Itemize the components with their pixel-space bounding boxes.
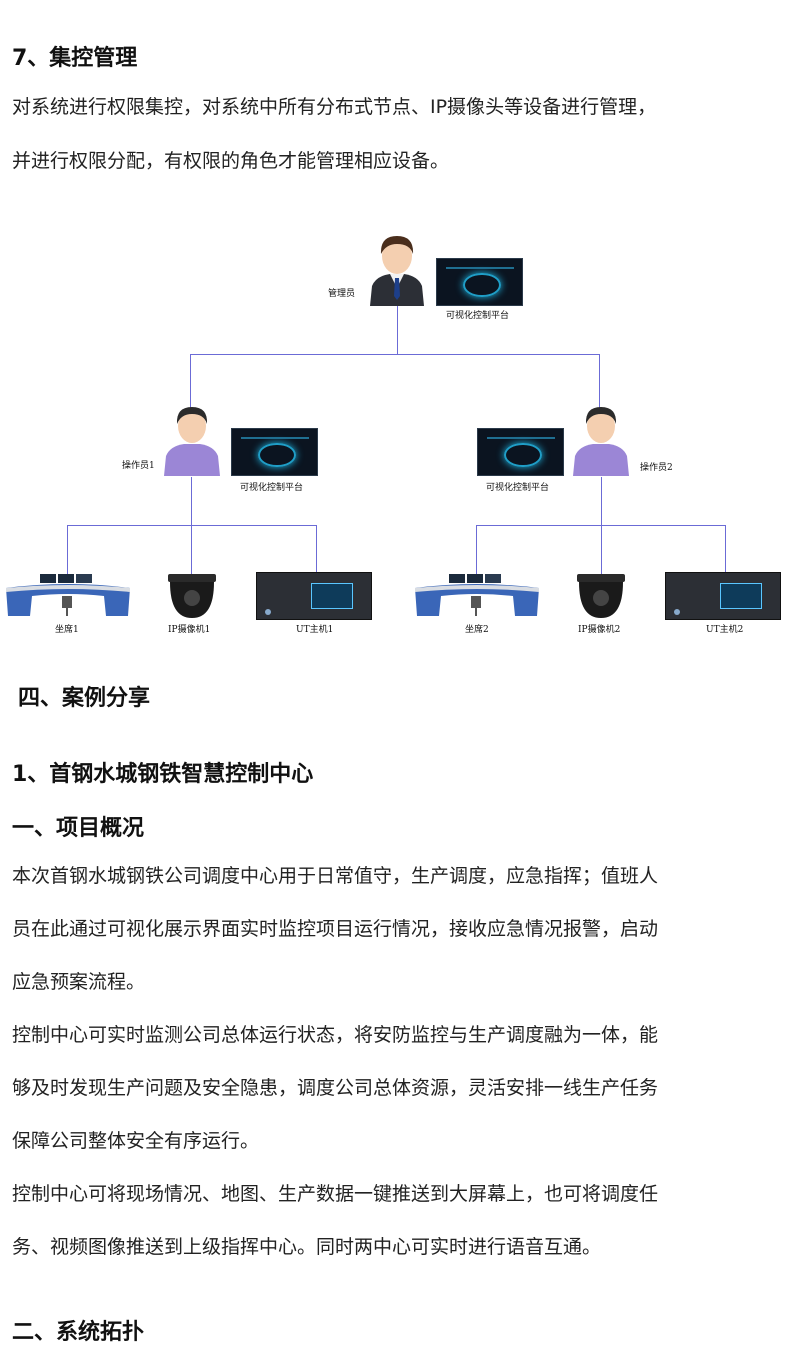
permission-diagram: 管理员 可视化控制平台 操作员1 可视化控制平台 可视化控制平台 操作员2 bbox=[0, 220, 790, 640]
seat2-label: 坐席2 bbox=[465, 625, 489, 635]
host1-label: UT主机1 bbox=[296, 625, 334, 635]
admin-label: 管理员 bbox=[328, 289, 356, 299]
section7-line-1: 对系统进行权限集控，对系统中所有分布式节点、IP摄像头等设备进行管理， bbox=[12, 96, 657, 118]
case1-title: 1、首钢水城钢铁智慧控制中心 bbox=[12, 762, 314, 787]
host1-server-icon bbox=[256, 572, 372, 620]
case1-line-1: 本次首钢水城钢铁公司调度中心用于日常值守，生产调度，应急指挥；值班人 bbox=[12, 865, 659, 887]
seat2-console-icon bbox=[413, 572, 541, 618]
platform-label-op2: 可视化控制平台 bbox=[486, 483, 550, 493]
case1-line-5: 够及时发现生产问题及安全隐患，调度公司总体资源，灵活安排一线生产任务 bbox=[12, 1077, 659, 1099]
camera2-dome-icon bbox=[573, 572, 629, 620]
case1-line-8: 务、视频图像推送到上级指挥中心。同时两中心可实时进行语音互通。 bbox=[12, 1236, 602, 1258]
platform-label-admin: 可视化控制平台 bbox=[446, 311, 510, 321]
seat1-console-icon bbox=[4, 572, 132, 618]
camera1-label: IP摄像机1 bbox=[168, 625, 211, 635]
platform-screen-admin bbox=[436, 258, 523, 306]
case1-line-7: 控制中心可将现场情况、地图、生产数据一键推送到大屏幕上，也可将调度任 bbox=[12, 1183, 659, 1205]
admin-person-icon bbox=[366, 230, 428, 306]
section-title-4: 四、案例分享 bbox=[18, 686, 151, 711]
host2-server-icon bbox=[665, 572, 781, 620]
case1-line-2: 员在此通过可视化展示界面实时监控项目运行情况，接收应急情况报警，启动 bbox=[12, 918, 659, 940]
operator2-person-icon bbox=[571, 402, 631, 476]
section7-line-2: 并进行权限分配，有权限的角色才能管理相应设备。 bbox=[12, 150, 450, 172]
platform-screen-op2 bbox=[477, 428, 564, 476]
seat1-label: 坐席1 bbox=[55, 625, 79, 635]
case1-line-4: 控制中心可实时监测公司总体运行状态，将安防监控与生产调度融为一体，能 bbox=[12, 1024, 659, 1046]
operator1-person-icon bbox=[162, 402, 222, 476]
section-title-7: 7、集控管理 bbox=[12, 46, 138, 71]
platform-label-op1: 可视化控制平台 bbox=[240, 483, 304, 493]
case1-line-6: 保障公司整体安全有序运行。 bbox=[12, 1130, 260, 1152]
host2-label: UT主机2 bbox=[706, 625, 744, 635]
case1-subtitle-topology: 二、系统拓扑 bbox=[12, 1320, 145, 1345]
camera1-dome-icon bbox=[164, 572, 220, 620]
operator2-label: 操作员2 bbox=[640, 463, 673, 473]
case1-subtitle-overview: 一、项目概况 bbox=[12, 816, 145, 841]
camera2-label: IP摄像机2 bbox=[578, 625, 621, 635]
operator1-label: 操作员1 bbox=[122, 461, 155, 471]
case1-line-3: 应急预案流程。 bbox=[12, 971, 146, 993]
platform-screen-op1 bbox=[231, 428, 318, 476]
